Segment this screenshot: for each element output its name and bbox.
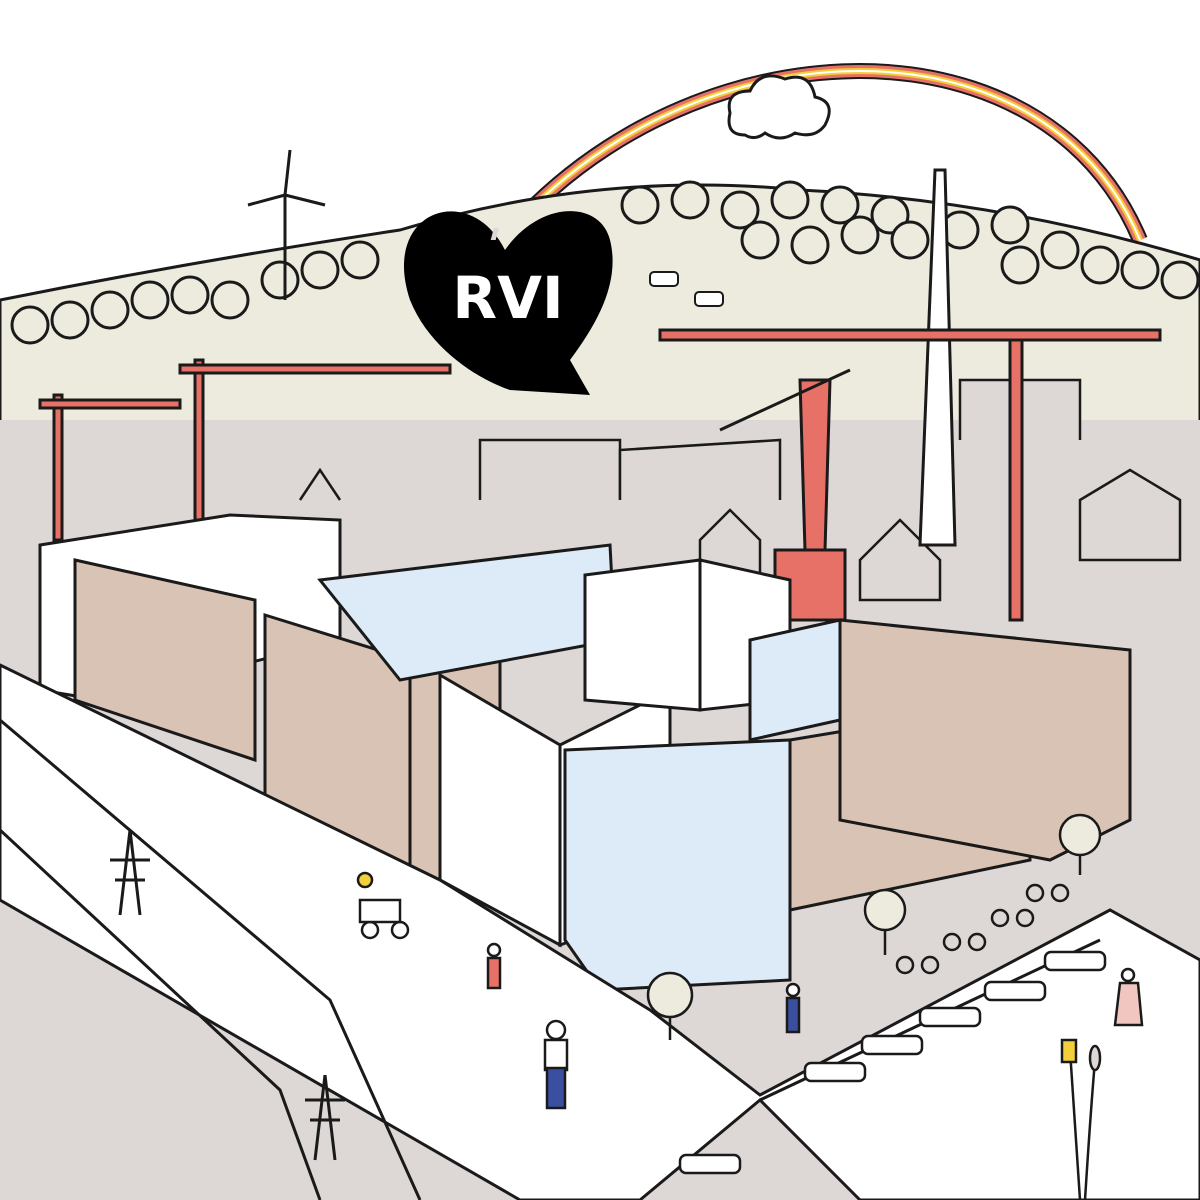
people bbox=[356, 871, 1144, 1110]
buildings bbox=[38, 513, 1132, 992]
reeds bbox=[1060, 1038, 1102, 1200]
cloud-icon bbox=[727, 74, 831, 140]
wind-turbine bbox=[247, 149, 326, 300]
logo-text: RVI bbox=[452, 264, 563, 332]
chimney bbox=[918, 168, 957, 547]
bushes bbox=[10, 180, 1200, 345]
trees bbox=[646, 813, 1102, 1040]
pylons bbox=[110, 829, 345, 1161]
town-houses bbox=[298, 378, 1182, 602]
rvi-logo: RVI bbox=[403, 211, 613, 395]
cow-icon bbox=[649, 271, 724, 307]
bicycles bbox=[895, 883, 1070, 975]
cars bbox=[678, 950, 1107, 1175]
